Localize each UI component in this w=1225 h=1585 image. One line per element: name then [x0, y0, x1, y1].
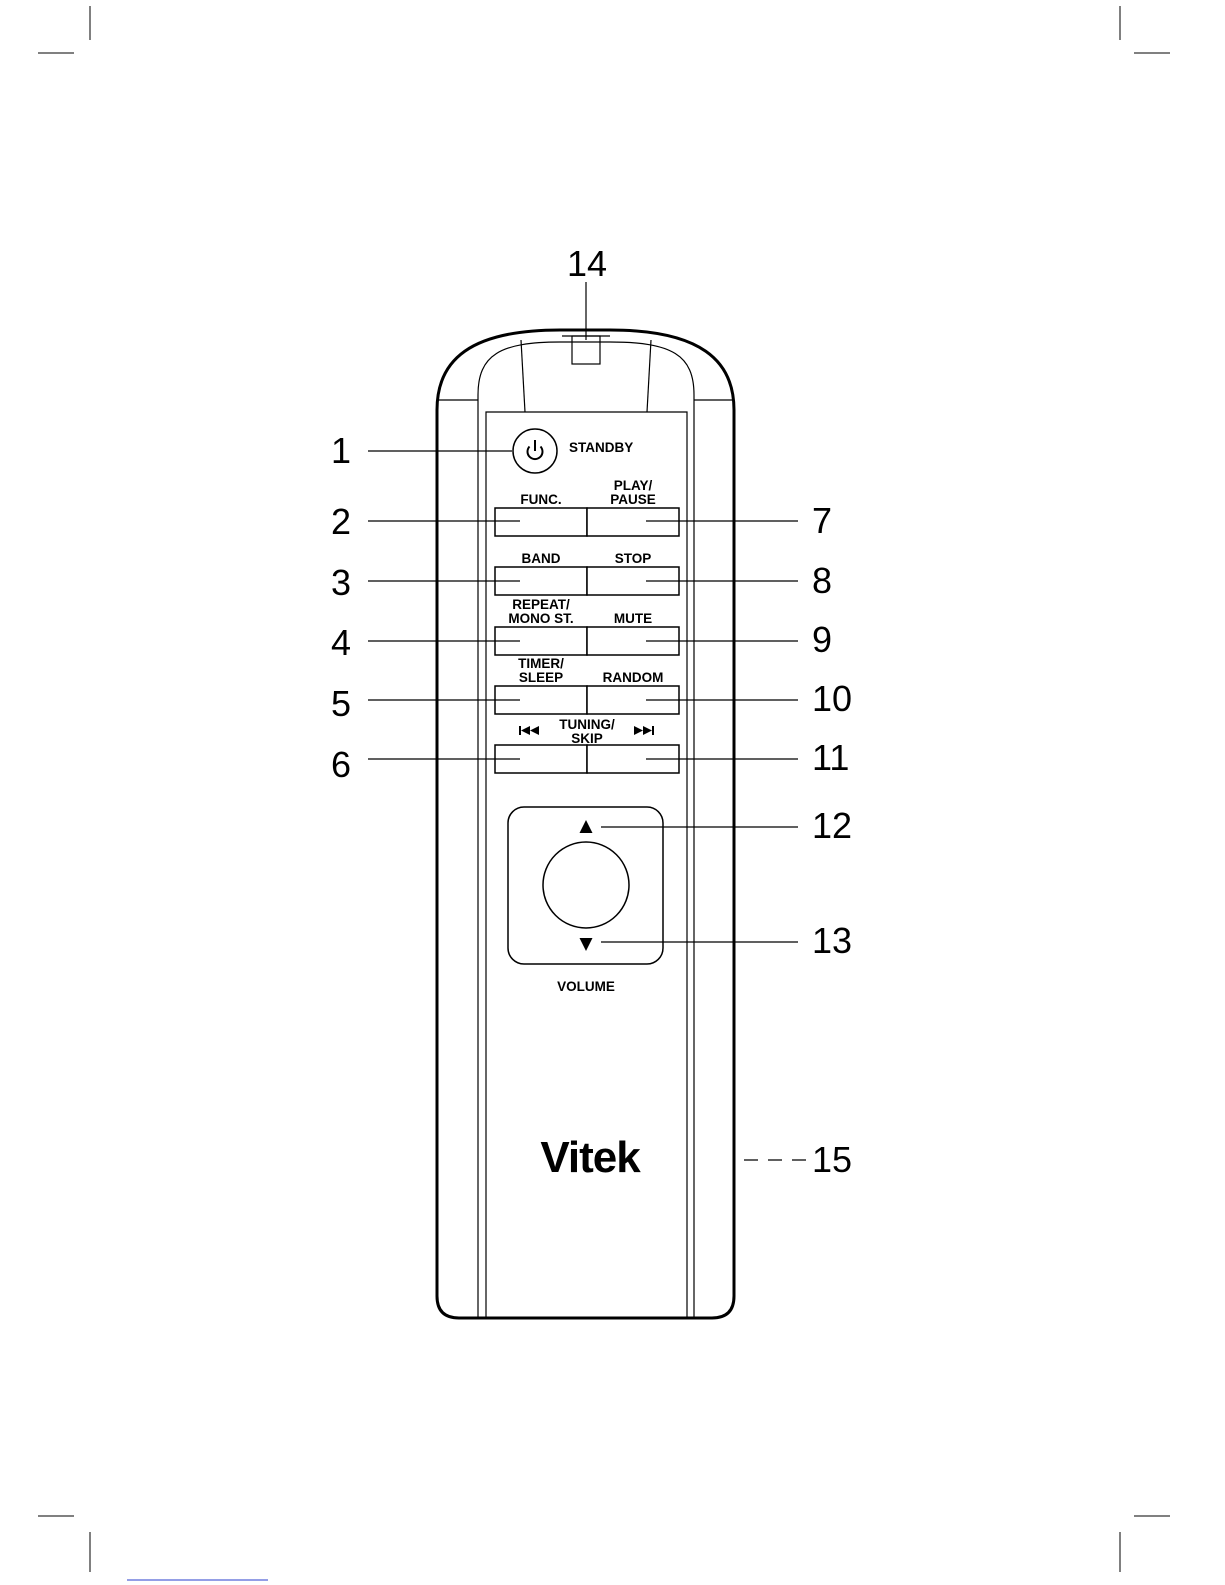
mute-button[interactable]: MUTE [587, 611, 679, 655]
callout-5: 5 [331, 683, 351, 724]
brand-logo: Vitek [540, 1133, 641, 1182]
callout-7: 7 [812, 500, 832, 541]
callout-1: 1 [331, 430, 351, 471]
timer-sleep-button[interactable]: TIMER/SLEEP [495, 656, 587, 714]
repeat-mono-label-line1: REPEAT/ [512, 597, 570, 612]
callout-9: 9 [812, 619, 832, 660]
repeat-mono-button[interactable]: REPEAT/MONO ST. [495, 597, 587, 655]
mute-label-line1: MUTE [614, 611, 652, 626]
timer-sleep-label-line1: TIMER/ [518, 656, 564, 671]
callout-4: 4 [331, 622, 351, 663]
skip-forward-icon [634, 726, 654, 735]
callout-14: 14 [567, 243, 607, 284]
triangle-up-icon[interactable] [580, 820, 593, 833]
band-label-line1: BAND [522, 551, 561, 566]
repeat-mono-label-line2: MONO ST. [508, 611, 573, 626]
stop-label-line1: STOP [615, 551, 652, 566]
callout-3: 3 [331, 562, 351, 603]
callout-13: 13 [812, 920, 852, 961]
play-pause-label-line2: PAUSE [610, 492, 656, 507]
play-pause-label-line1: PLAY/ [614, 478, 653, 493]
callout-8: 8 [812, 560, 832, 601]
callout-12: 12 [812, 805, 852, 846]
random-button[interactable]: RANDOM [587, 670, 679, 714]
triangle-down-icon[interactable] [580, 938, 593, 951]
volume-center-button[interactable] [543, 842, 629, 928]
callout-6: 6 [331, 744, 351, 785]
tuning-label-line2: SKIP [571, 731, 603, 746]
band-button[interactable]: BAND [495, 551, 587, 595]
ir-window [572, 336, 600, 364]
callout-11: 11 [812, 737, 849, 778]
volume-pad [508, 807, 663, 964]
callout-10: 10 [812, 678, 852, 719]
stop-button[interactable]: STOP [587, 551, 679, 595]
standby-button[interactable] [513, 429, 557, 473]
skip-back-icon [519, 726, 539, 735]
standby-label: STANDBY [569, 440, 633, 455]
random-label-line1: RANDOM [603, 670, 664, 685]
callout-15: 15 [812, 1139, 852, 1180]
tuning-label-line1: TUNING/ [559, 717, 615, 732]
func-label-line1: FUNC. [520, 492, 561, 507]
play-pause-button[interactable]: PLAY/PAUSE [587, 478, 679, 536]
timer-sleep-label-line2: SLEEP [519, 670, 563, 685]
func-button[interactable]: FUNC. [495, 492, 587, 536]
crop-marks [38, 6, 1170, 1572]
volume-label: VOLUME [557, 979, 615, 994]
callout-2: 2 [331, 501, 351, 542]
